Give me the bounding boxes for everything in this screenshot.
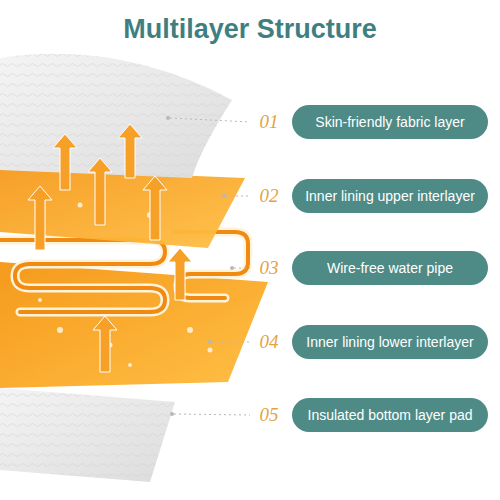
layer-label: Insulated bottom layer pad	[308, 407, 473, 423]
diagram-title: Multilayer Structure	[0, 14, 500, 45]
layer-label-box: Inner lining upper interlayer	[292, 179, 488, 213]
layer-label: Inner lining upper interlayer	[305, 188, 475, 204]
layer-label: Inner lining lower interlayer	[306, 334, 473, 350]
layer-label: Wire-free water pipe	[327, 260, 453, 276]
layer-label-box: Inner lining lower interlayer	[292, 325, 488, 359]
callout-number: 03	[252, 257, 286, 279]
layer-label: Skin-friendly fabric layer	[315, 114, 464, 130]
layer-label-box: Skin-friendly fabric layer	[292, 105, 488, 139]
callout-number: 04	[252, 331, 286, 353]
callout-number: 02	[252, 185, 286, 207]
callout-number: 01	[252, 111, 286, 133]
layer-label-box: Insulated bottom layer pad	[292, 398, 488, 432]
layer-label-box: Wire-free water pipe	[292, 251, 488, 285]
callout-number: 05	[252, 404, 286, 426]
